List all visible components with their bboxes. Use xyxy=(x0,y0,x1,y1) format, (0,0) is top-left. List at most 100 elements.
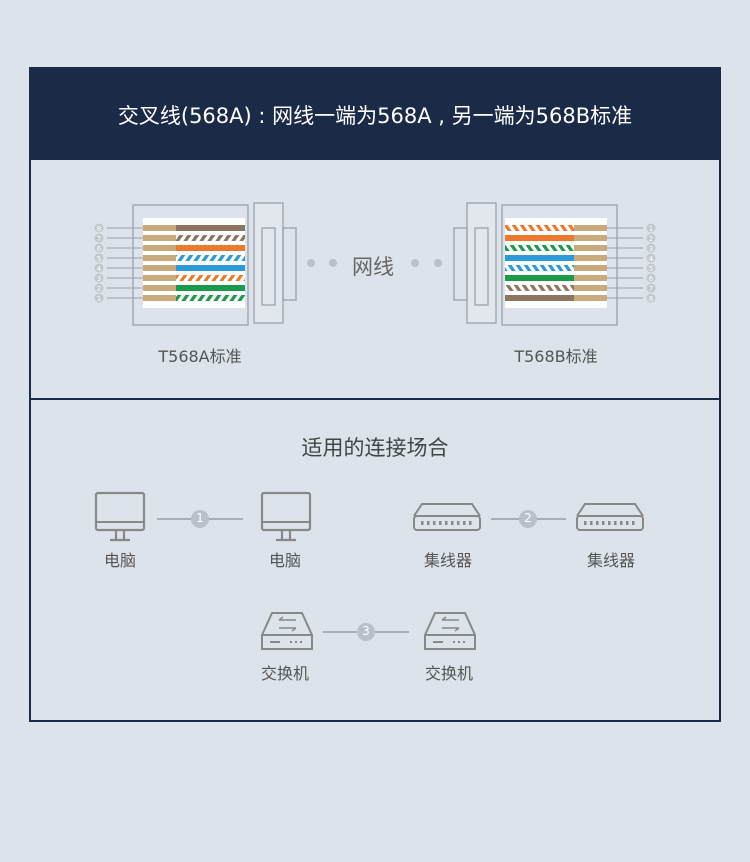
device-label: 电脑 xyxy=(103,551,137,570)
wire-contact xyxy=(143,275,176,281)
wire-contact xyxy=(574,225,607,231)
switch-icon xyxy=(261,612,313,650)
pin-number: 1 xyxy=(97,295,101,303)
hub-port xyxy=(469,521,472,525)
hub-port xyxy=(451,521,454,525)
hub-port xyxy=(590,521,593,525)
hub-port xyxy=(608,521,611,525)
arrows xyxy=(441,616,460,632)
pin-circle xyxy=(94,283,104,293)
diagram-frame: 交叉线(568A) : 网线一端为568A , 另一端为568B标准 xyxy=(29,67,721,722)
wire-contact xyxy=(574,275,607,281)
hub-port xyxy=(596,521,599,525)
pin-circle xyxy=(646,283,656,293)
pin-number: 4 xyxy=(649,255,654,263)
hub-port xyxy=(427,521,430,525)
pair-number: 3 xyxy=(362,624,370,638)
hub-port xyxy=(463,521,466,525)
right-connector-label: T568B标准 xyxy=(514,347,598,366)
cable-dot xyxy=(329,259,337,267)
pin-circle xyxy=(94,293,104,303)
wire-contact xyxy=(143,285,176,291)
pin-number: 7 xyxy=(97,235,101,243)
device-label: 电脑 xyxy=(268,551,302,570)
pair-number: 1 xyxy=(196,511,204,525)
connector-inner xyxy=(505,218,607,308)
wire-contact xyxy=(574,255,607,261)
wire-blue xyxy=(505,255,574,261)
pin-number: 8 xyxy=(97,225,101,233)
connector-body xyxy=(132,204,249,326)
pin-circle xyxy=(94,243,104,253)
cable-dot xyxy=(307,259,315,267)
hub-icon xyxy=(413,503,481,531)
wire-contact xyxy=(143,295,176,301)
hub-port xyxy=(445,521,448,525)
connector-body xyxy=(501,204,618,326)
hub-port xyxy=(439,521,442,525)
left-connector-label: T568A标准 xyxy=(158,347,242,366)
cable-label: 网线 xyxy=(352,255,394,279)
wire-orange xyxy=(176,245,245,251)
pair-number: 2 xyxy=(524,511,532,525)
switch-body xyxy=(261,612,313,650)
wire-orange xyxy=(505,235,574,241)
connector-inner xyxy=(143,218,245,308)
monitor-icon xyxy=(94,491,146,542)
wire-white-blue xyxy=(176,255,245,261)
latch-tab xyxy=(282,227,297,301)
pin-number: 3 xyxy=(649,245,653,253)
page-title: 交叉线(568A) : 网线一端为568A , 另一端为568B标准 xyxy=(31,69,719,160)
monitor-icon xyxy=(260,491,312,542)
pin-number: 5 xyxy=(649,265,653,273)
pin-circle xyxy=(94,263,104,273)
hub-port xyxy=(457,521,460,525)
cable-dot xyxy=(411,259,419,267)
wire-white-green xyxy=(176,295,245,301)
hub-port xyxy=(620,521,623,525)
pin-number: 8 xyxy=(649,295,653,303)
switch-body xyxy=(424,612,476,650)
wire-contact xyxy=(574,285,607,291)
screen xyxy=(260,491,312,532)
hub-port xyxy=(626,521,629,525)
hub-port xyxy=(421,521,424,525)
wire-white-green xyxy=(505,245,574,251)
hub-port xyxy=(602,521,605,525)
wire-white-orange xyxy=(505,225,574,231)
wire-contact xyxy=(574,295,607,301)
pin-number: 5 xyxy=(97,255,101,263)
pin-number: 6 xyxy=(649,275,654,283)
hub-front xyxy=(576,515,644,531)
pin-circle xyxy=(646,233,656,243)
wire-green xyxy=(176,285,245,291)
hub-icon xyxy=(576,503,644,531)
wire-green xyxy=(505,275,574,281)
pin-number: 1 xyxy=(649,225,653,233)
hub-port xyxy=(632,521,635,525)
pin-circle xyxy=(646,243,656,253)
switch-icon xyxy=(424,612,476,650)
wire-white-brown xyxy=(176,235,245,241)
pin-circle xyxy=(646,253,656,263)
number-badge xyxy=(357,623,375,641)
hub-top xyxy=(413,503,481,517)
wire-contact xyxy=(143,225,176,231)
stand xyxy=(276,530,296,542)
usage-title: 适用的连接场合 xyxy=(301,436,449,460)
wire-contact xyxy=(143,255,176,261)
wire-brown xyxy=(505,295,574,301)
pin-circle xyxy=(646,263,656,273)
latch-tab xyxy=(453,227,468,301)
pin-number: 3 xyxy=(97,275,101,283)
pin-circle xyxy=(646,223,656,233)
hub-top xyxy=(576,503,644,517)
arrows xyxy=(278,616,297,632)
pin-number: 4 xyxy=(97,265,102,273)
wire-white-brown xyxy=(505,285,574,291)
pin-circle xyxy=(94,233,104,243)
wire-contact xyxy=(574,245,607,251)
pin-circle xyxy=(646,293,656,303)
